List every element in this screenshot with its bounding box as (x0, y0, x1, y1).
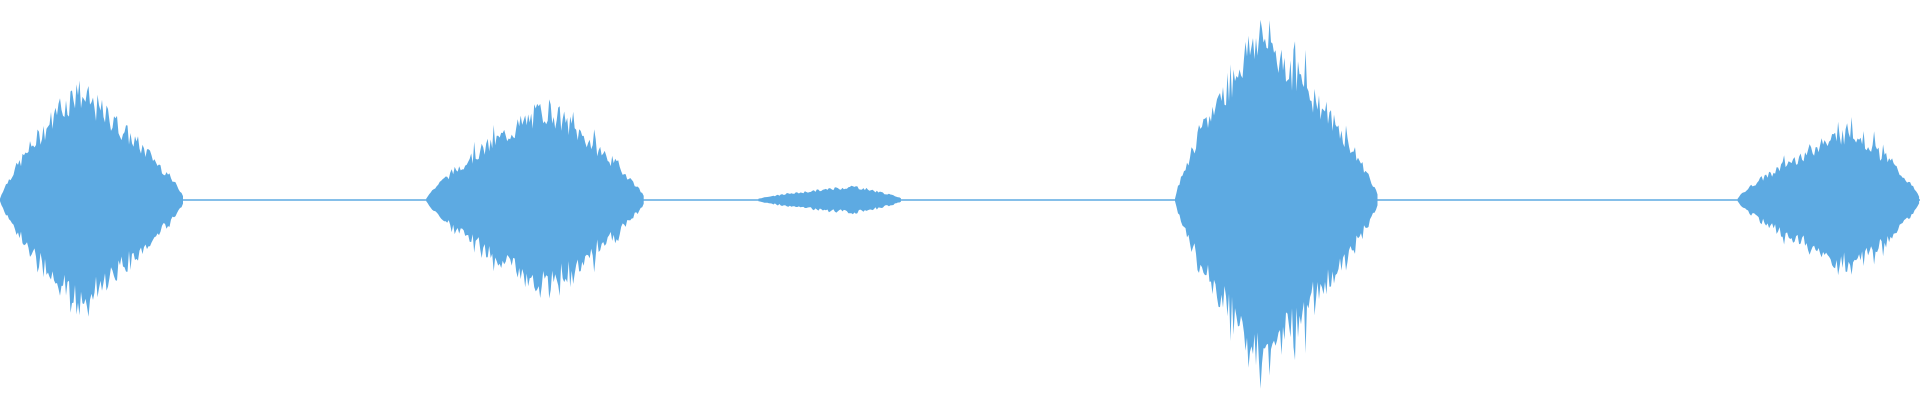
waveform-burst-1 (0, 80, 183, 317)
waveform-burst-3 (758, 185, 901, 215)
waveform-burst-4 (1175, 19, 1378, 389)
waveform-burst-2 (426, 99, 644, 299)
waveform-bursts (0, 19, 1920, 389)
waveform-burst-5 (1737, 117, 1920, 276)
